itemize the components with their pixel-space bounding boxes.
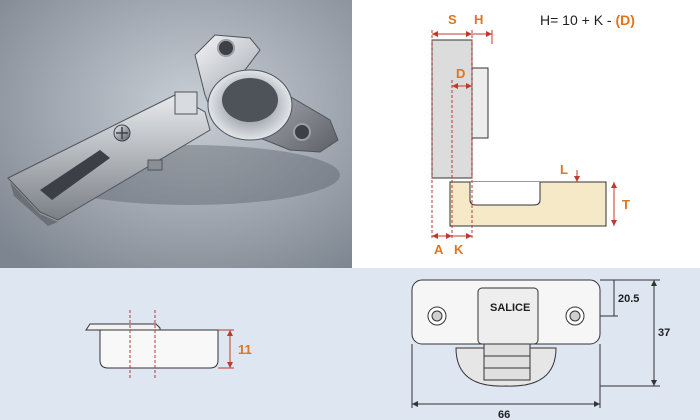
plate-hole-right: [293, 123, 311, 141]
hinge-photo: [0, 0, 352, 268]
label-t: T: [622, 197, 630, 212]
cup-insert: [471, 67, 489, 139]
label-s: S: [448, 12, 457, 27]
label-depth: 11: [238, 342, 252, 357]
side-profile: 11: [85, 310, 252, 378]
label-h: H: [474, 12, 483, 27]
label-l: L: [560, 162, 568, 177]
brand-logo: SALICE: [490, 302, 530, 314]
formula-text: H= 10 + K - (D): [540, 12, 635, 28]
label-d: D: [456, 66, 465, 81]
side-section-diagram: H= 10 + K - (D) S H: [352, 0, 700, 268]
label-half-height: 20.5: [618, 293, 639, 305]
label-height: 37: [658, 327, 670, 339]
label-a: A: [434, 242, 444, 257]
dimension-diagrams: 11 SALICE 20.5: [0, 268, 700, 420]
label-width: 66: [498, 409, 510, 420]
front-plate-view: SALICE 20.5 37: [411, 279, 670, 420]
label-k: K: [454, 242, 464, 257]
plate-hole-top: [217, 39, 235, 57]
